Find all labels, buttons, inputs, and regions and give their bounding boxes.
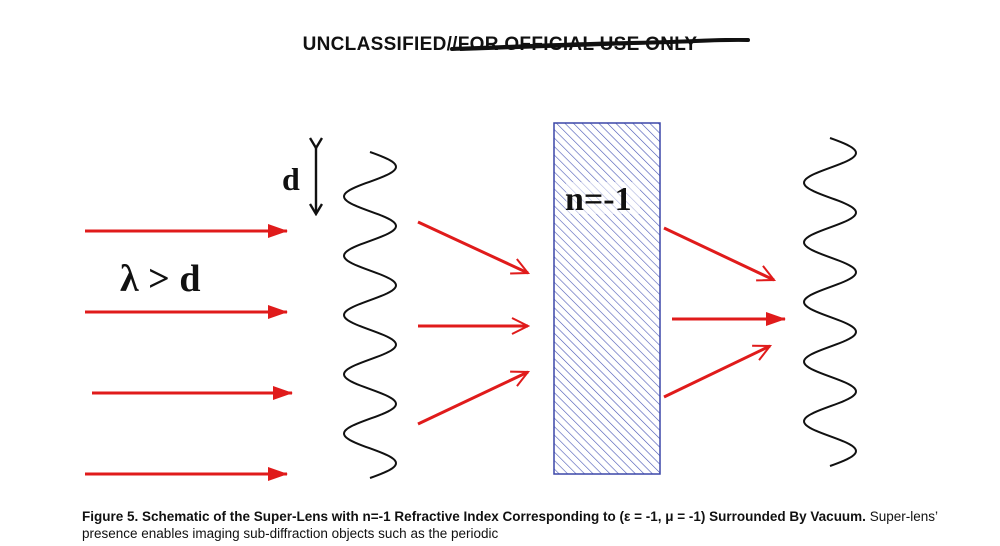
- wave-path: [802, 137, 858, 467]
- classification-label: UNCLASSIFIED//: [302, 34, 458, 55]
- converging-arrow: [417, 372, 528, 426]
- emergent-arrow: [663, 344, 770, 399]
- lens-index-label: n=-1: [565, 181, 632, 218]
- object-grating-wave: [342, 151, 398, 479]
- image-grating-wave: [802, 137, 858, 467]
- wave-path: [342, 151, 398, 479]
- caption-title: Figure 5. Schematic of the Super-Lens wi…: [82, 509, 866, 524]
- converging-arrows: [417, 220, 528, 426]
- emergent-arrow: [663, 226, 774, 280]
- period-label: d: [282, 161, 300, 197]
- caption-body: Super-lens’ presence enables imaging sub…: [82, 509, 938, 541]
- incident-arrows: [85, 224, 293, 481]
- wavelength-label: λ > d: [120, 258, 200, 300]
- super-lens-slab: [553, 122, 661, 475]
- emergent-arrows: [663, 226, 786, 399]
- converging-arrow: [417, 220, 528, 273]
- figure-caption: Figure 5. Schematic of the Super-Lens wi…: [82, 508, 982, 542]
